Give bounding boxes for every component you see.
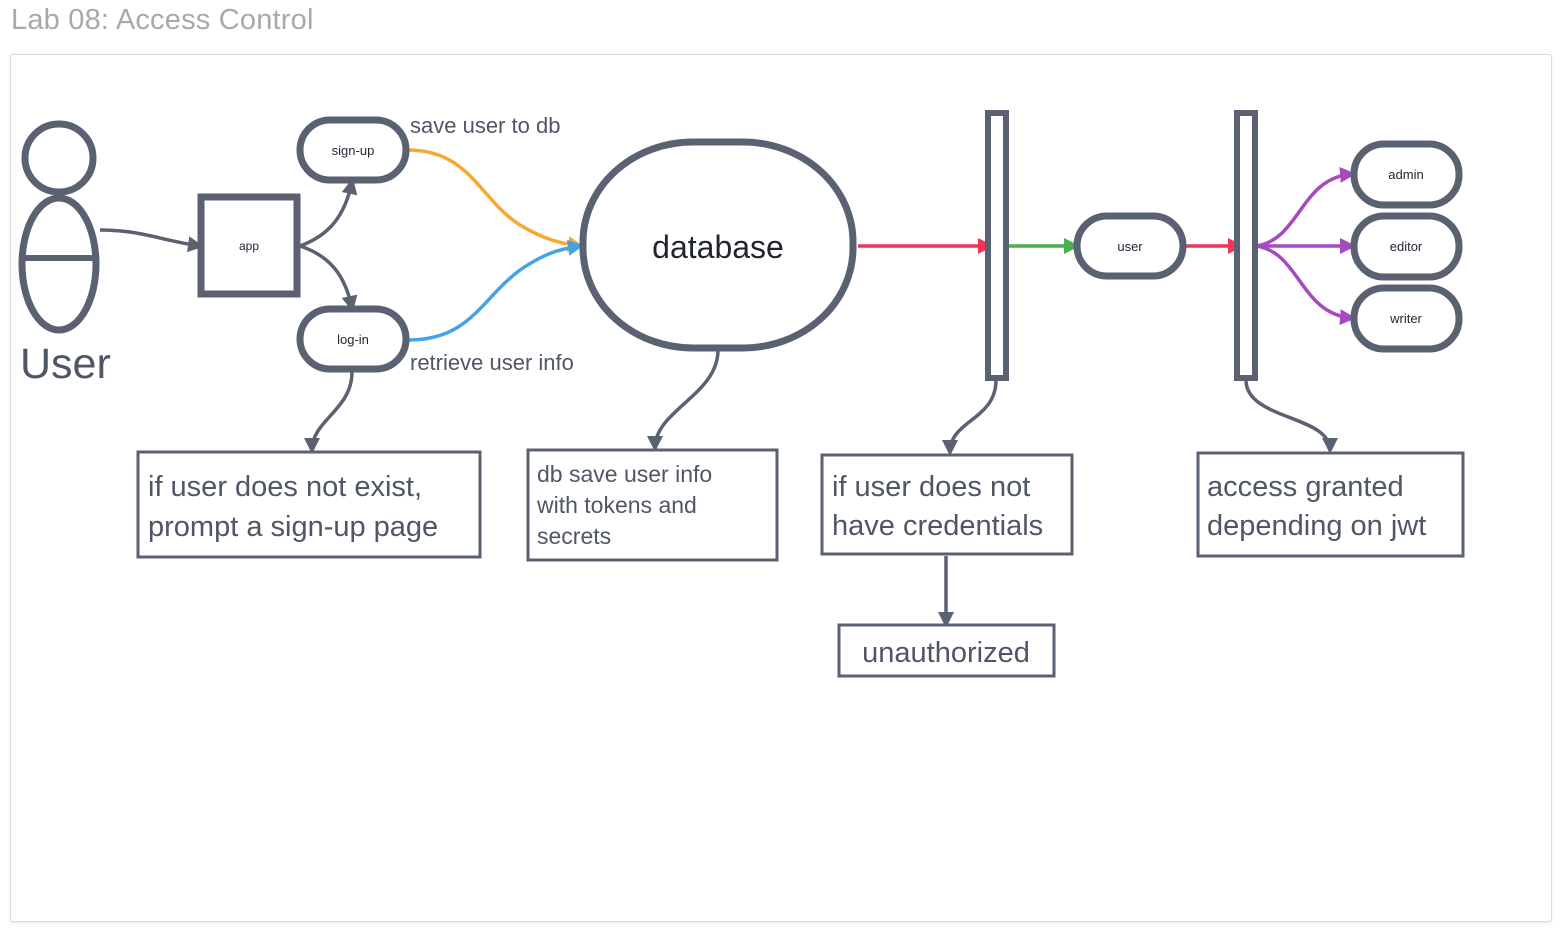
note-no-user-line2: prompt a sign-up page xyxy=(148,511,438,543)
user-node[interactable] xyxy=(1073,212,1187,280)
editor-label: editor xyxy=(1390,239,1423,254)
edge-app-to-login[interactable] xyxy=(299,244,358,312)
user-actor[interactable] xyxy=(18,120,100,334)
admin-node[interactable] xyxy=(1350,140,1463,209)
note-no-credentials[interactable] xyxy=(820,453,1074,556)
edge-login-to-database[interactable] xyxy=(407,239,584,342)
note-access-line1: access granted xyxy=(1207,471,1404,503)
edge-gate2-to-admin[interactable] xyxy=(1255,166,1356,248)
unauthorized-label: unauthorized xyxy=(862,637,1030,669)
login-label: log-in xyxy=(337,332,369,347)
note-db-line1: db save user info xyxy=(537,461,712,487)
app-node[interactable] xyxy=(197,193,301,298)
writer-node[interactable] xyxy=(1350,284,1463,353)
edge-database-to-note[interactable] xyxy=(647,349,720,452)
actor-body xyxy=(18,194,100,334)
note-access-line2: depending on jwt xyxy=(1207,510,1426,542)
edge-signup-to-database[interactable] xyxy=(407,148,584,253)
signup-node[interactable] xyxy=(296,116,410,184)
note-no-user-line1: if user does not exist, xyxy=(148,471,422,503)
page-title: Lab 08: Access Control xyxy=(11,4,314,36)
edge-label-save: save user to db xyxy=(410,113,560,138)
actor-head xyxy=(21,120,97,196)
note-access-granted[interactable] xyxy=(1196,451,1465,558)
edge-app-to-signup[interactable] xyxy=(299,178,358,248)
edge-login-to-note[interactable] xyxy=(304,371,354,454)
edge-gate1-to-note[interactable] xyxy=(942,379,998,456)
database-node[interactable] xyxy=(579,138,857,352)
note-db-save[interactable] xyxy=(526,448,779,562)
edge-label-retrieve: retrieve user info xyxy=(410,350,574,375)
unauthorized-node[interactable] xyxy=(837,623,1056,678)
edge-user-to-app[interactable] xyxy=(99,228,204,253)
actor-label: User xyxy=(20,340,111,388)
user-label: user xyxy=(1117,239,1143,254)
app-label: app xyxy=(239,239,259,253)
note-no-cred-line1: if user does not xyxy=(832,471,1030,503)
note-no-cred-line2: have credentials xyxy=(832,510,1043,542)
editor-node[interactable] xyxy=(1350,212,1463,281)
writer-label: writer xyxy=(1389,311,1422,326)
note-db-line3: secrets xyxy=(537,523,611,549)
access-gate-1[interactable] xyxy=(985,110,1009,381)
admin-label: admin xyxy=(1388,167,1423,182)
database-label: database xyxy=(652,229,784,265)
login-node[interactable] xyxy=(296,305,410,373)
edge-gate2-to-writer[interactable] xyxy=(1255,244,1356,326)
signup-label: sign-up xyxy=(332,143,375,158)
edge-gate2-to-note[interactable] xyxy=(1244,379,1338,454)
access-gate-2[interactable] xyxy=(1234,110,1258,381)
note-no-user[interactable] xyxy=(136,450,482,559)
note-db-line2: with tokens and xyxy=(536,492,697,518)
